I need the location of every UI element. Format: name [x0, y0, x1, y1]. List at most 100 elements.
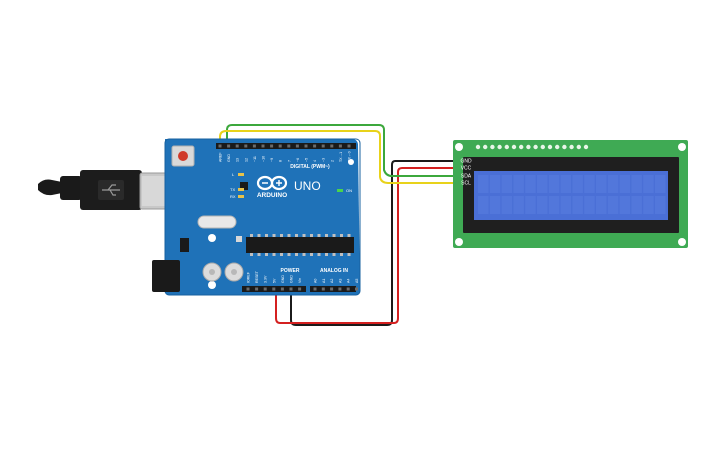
- power-pin[interactable]: [289, 287, 293, 291]
- digital-header-label: DIGITAL (PWM~): [290, 164, 330, 170]
- analog-pin[interactable]: [321, 287, 325, 291]
- analog-pin[interactable]: [313, 287, 317, 291]
- mounting-hole: [455, 238, 463, 246]
- analog-pin-label: A1: [322, 279, 326, 283]
- analog-pin-label: A5: [355, 279, 359, 283]
- voltage-regulator: [180, 238, 189, 252]
- atmega-chip: [246, 234, 354, 256]
- digital-pin[interactable]: [244, 144, 248, 148]
- smd-chip: [240, 182, 248, 190]
- led-l: [238, 173, 244, 176]
- analog-pin-label: A2: [330, 279, 334, 283]
- analog-header[interactable]: A0 A1 A2 A3 A4 A5: [310, 279, 359, 292]
- led-rx: [238, 195, 244, 198]
- digital-pin-label: GND: [227, 154, 231, 162]
- power-pin-label: IOREF: [247, 271, 251, 283]
- mounting-hole: [678, 238, 686, 246]
- reset-button[interactable]: [171, 145, 195, 167]
- power-pin[interactable]: [298, 287, 302, 291]
- analog-pin[interactable]: [355, 287, 358, 291]
- digital-pin-label: 12: [244, 158, 248, 162]
- analog-pin-label: A4: [347, 279, 351, 283]
- lcd-pin-gnd[interactable]: GND: [460, 159, 472, 165]
- lcd-character-cells: [478, 175, 666, 214]
- model-label: UNO: [294, 179, 321, 193]
- power-pin-label: 5V: [272, 278, 276, 283]
- power-header[interactable]: IOREF RESET 3.3V 5V GND GND Vin: [242, 270, 306, 292]
- digital-pin[interactable]: [287, 144, 291, 148]
- digital-pin-label: AREF: [219, 152, 223, 162]
- analog-pin-label: A3: [338, 279, 342, 283]
- digital-pin[interactable]: [313, 144, 317, 148]
- lcd-pin-vcc[interactable]: VCC: [461, 166, 472, 172]
- analog-pin[interactable]: [346, 287, 350, 291]
- power-pin[interactable]: [272, 287, 276, 291]
- mounting-hole: [208, 281, 216, 289]
- usb-cable[interactable]: [38, 170, 179, 210]
- crystal: [197, 215, 237, 229]
- analog-pin[interactable]: [338, 287, 342, 291]
- power-pin-label: Vin: [298, 278, 302, 283]
- digital-pin[interactable]: [295, 144, 299, 148]
- digital-pin[interactable]: [330, 144, 334, 148]
- digital-pin-label: 13: [236, 158, 240, 162]
- mounting-hole: [455, 143, 463, 151]
- digital-pin[interactable]: [321, 144, 325, 148]
- analog-pin-label: A0: [314, 279, 318, 283]
- lcd-pin-scl[interactable]: SCL: [461, 181, 471, 187]
- analog-header-label: ANALOG IN: [320, 268, 348, 274]
- digital-pin-label: ~6: [296, 158, 300, 162]
- power-pin-label: RESET: [255, 270, 259, 283]
- digital-pin[interactable]: [261, 144, 265, 148]
- power-pin[interactable]: [263, 287, 267, 291]
- power-header-label: POWER: [281, 268, 300, 274]
- digital-pin-label: 7: [287, 160, 291, 162]
- lcd-top-pads: [475, 144, 589, 150]
- power-jack[interactable]: [152, 260, 180, 292]
- led-l-label: L: [232, 172, 235, 177]
- arduino-logo: ARDUINO: [257, 175, 287, 199]
- digital-pin-label: 4: [313, 160, 317, 162]
- mounting-hole: [348, 159, 354, 165]
- smd-part: [236, 236, 242, 242]
- digital-pin-label: 2: [330, 160, 334, 162]
- usb-icon: [102, 184, 120, 196]
- digital-pin-label: TX→1: [339, 152, 343, 162]
- lcd-pin-sda[interactable]: SDA: [461, 174, 472, 180]
- mounting-hole: [208, 234, 216, 242]
- digital-pin[interactable]: [218, 144, 222, 148]
- led-tx: [238, 188, 244, 191]
- power-pin-label: GND: [290, 275, 294, 283]
- digital-pin[interactable]: [270, 144, 274, 148]
- capacitor: [202, 262, 222, 282]
- sda-wire[interactable]: [226, 124, 455, 177]
- digital-pin[interactable]: [338, 144, 342, 148]
- digital-pin-label: ~3: [322, 158, 326, 162]
- digital-pin[interactable]: [252, 144, 256, 148]
- analog-pin[interactable]: [330, 287, 334, 291]
- digital-pin-label: ~10: [262, 156, 266, 162]
- power-pin[interactable]: [280, 287, 284, 291]
- power-pin-label: GND: [281, 275, 285, 283]
- on-led: [337, 189, 343, 192]
- digital-pin[interactable]: [278, 144, 282, 148]
- digital-pin-label: ~5: [305, 158, 309, 162]
- digital-pin[interactable]: [347, 144, 351, 148]
- mounting-hole: [678, 143, 686, 151]
- vcc-wire[interactable]: [275, 167, 455, 324]
- scl-wire[interactable]: [219, 130, 455, 184]
- digital-pin[interactable]: [235, 144, 239, 148]
- power-pin[interactable]: [255, 287, 259, 291]
- on-label: ON: [346, 188, 352, 193]
- digital-pin-label: ~9: [270, 158, 274, 162]
- digital-pin[interactable]: [304, 144, 308, 148]
- power-pin-label: 3.3V: [264, 275, 268, 283]
- digital-pin[interactable]: [227, 144, 231, 148]
- power-pin[interactable]: [246, 287, 250, 291]
- brand-label: ARDUINO: [257, 192, 287, 199]
